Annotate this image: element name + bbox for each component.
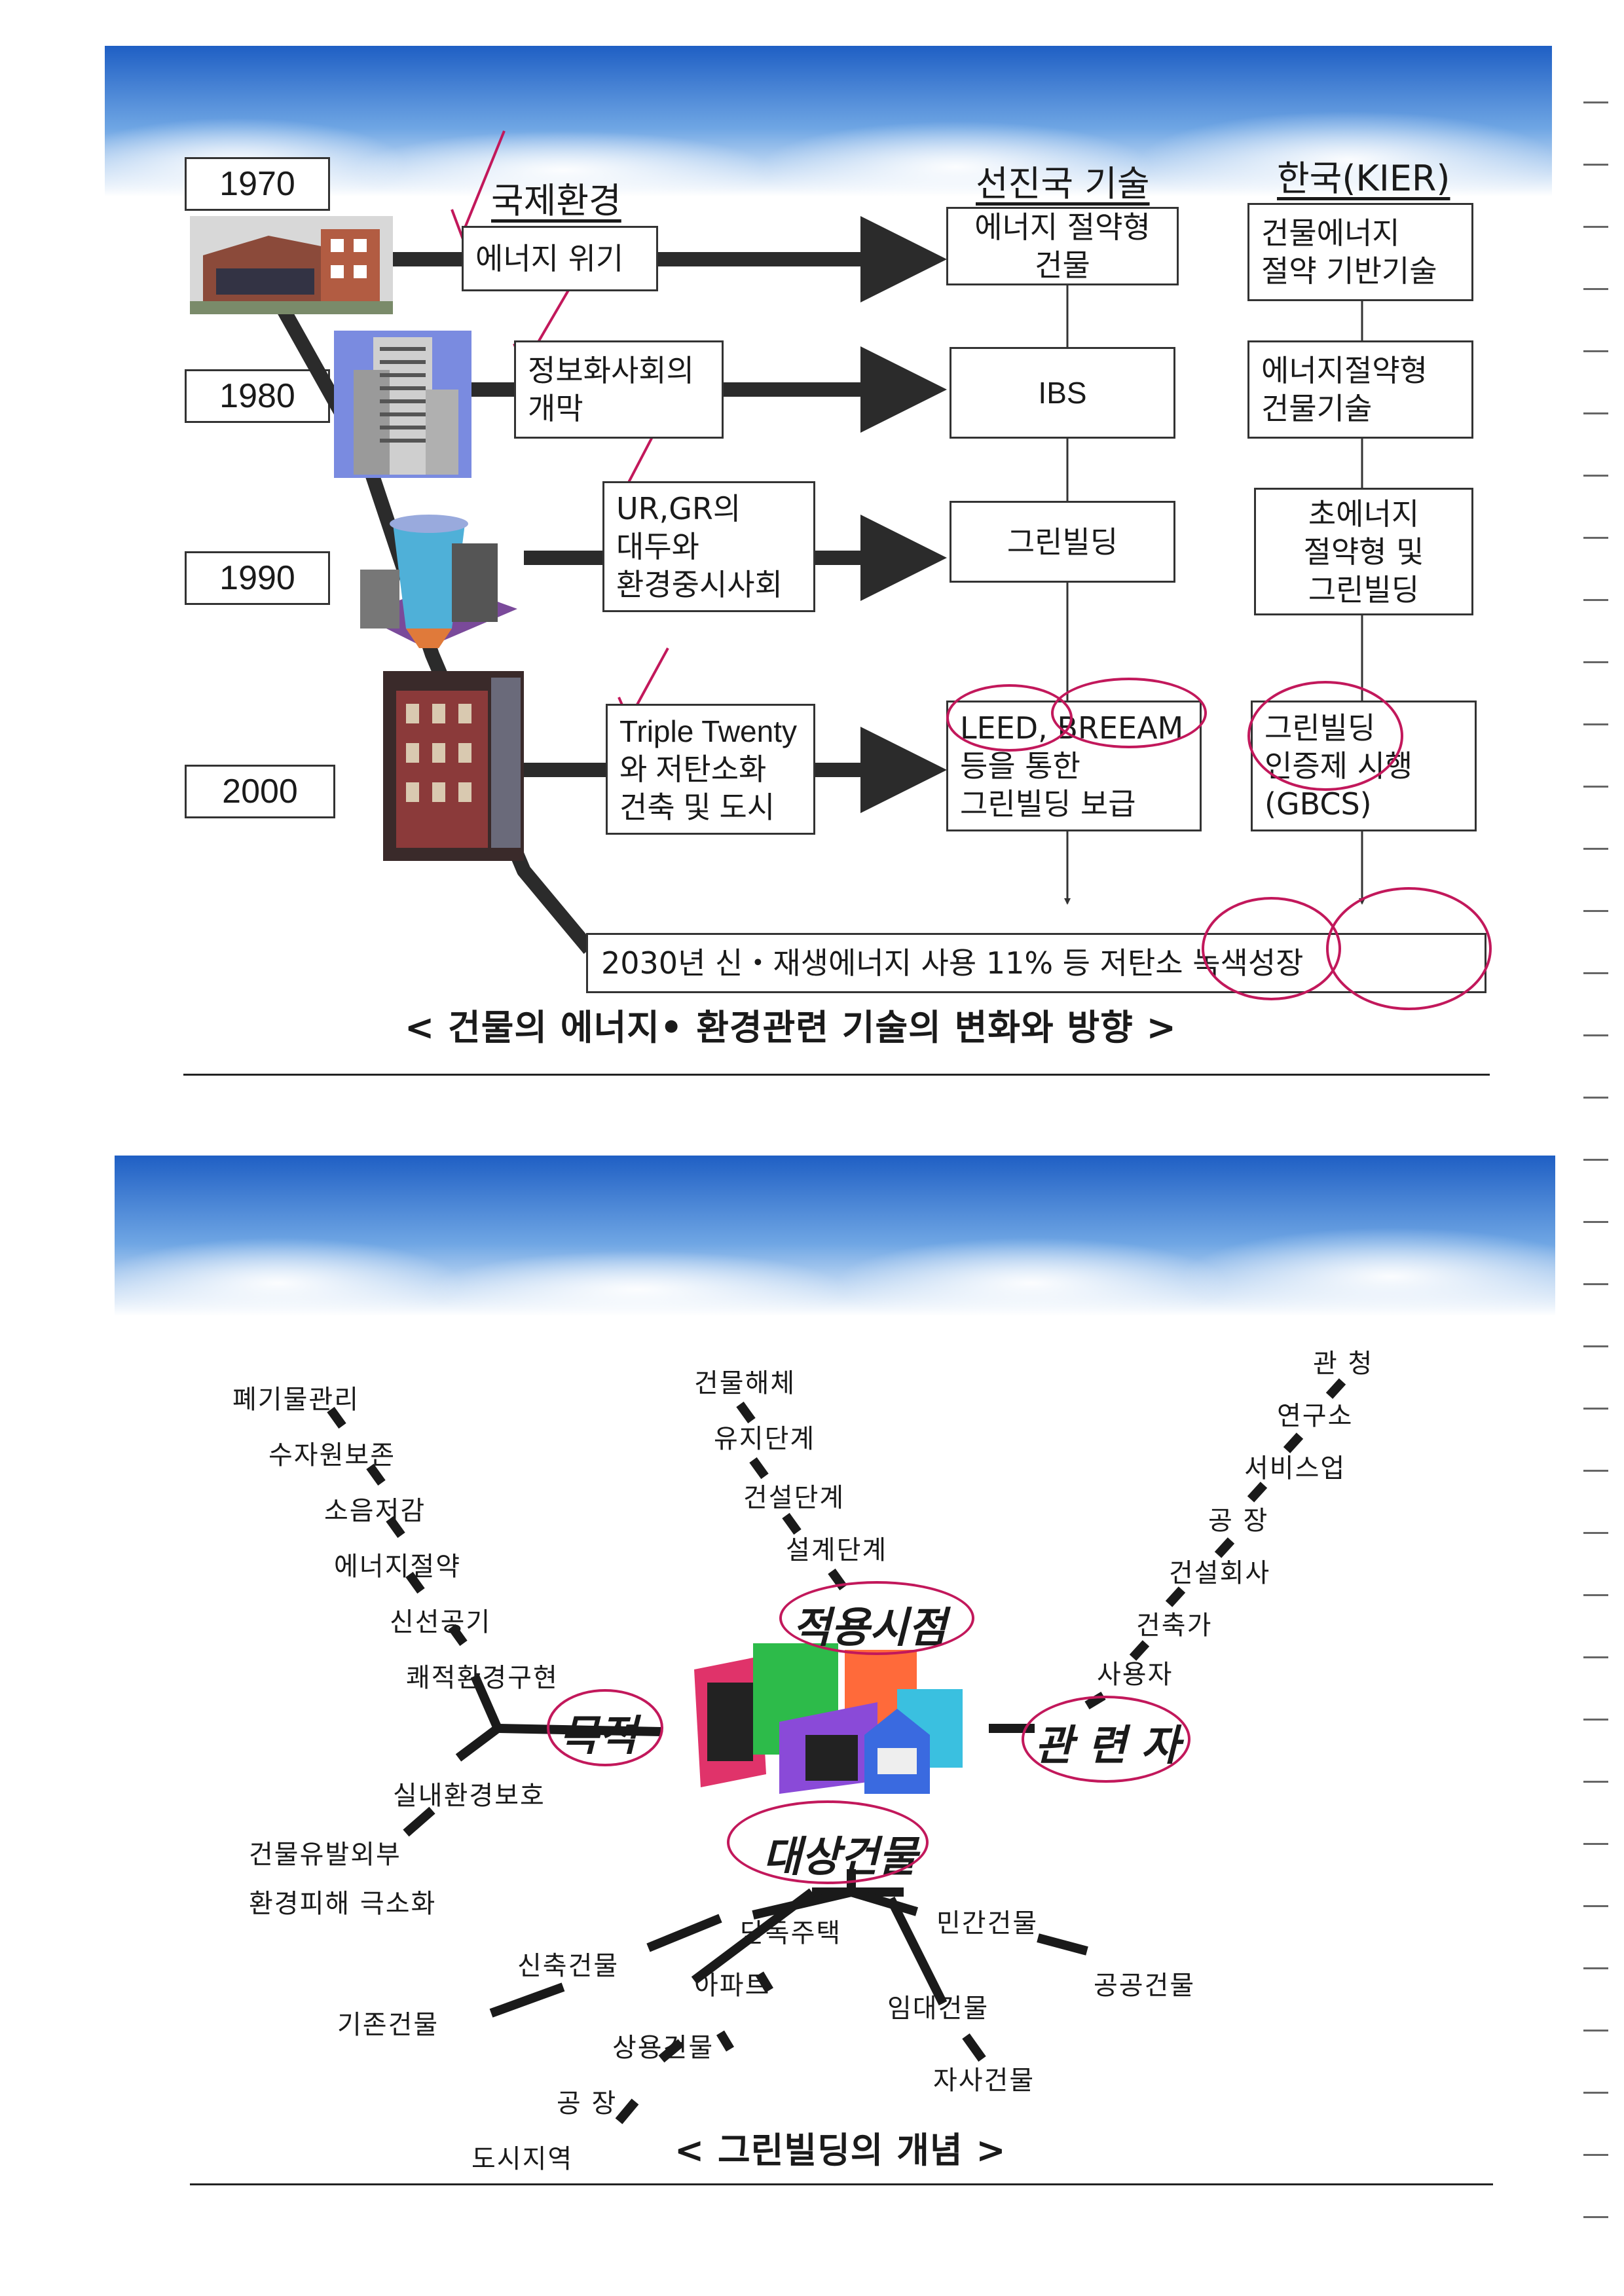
purpose-item: 환경피해 극소화 [249,1882,436,1920]
purpose-item: 소음저감 [324,1489,426,1527]
target-item: 도시지역 [471,2138,573,2176]
target-item: 아파트 [694,1964,770,2002]
annotation-circle-purpose [547,1689,663,1766]
stakeholder-item: 서비스업 [1244,1447,1346,1485]
purpose-item: 실내환경보호 [393,1774,545,1812]
page-margin-ticks [1583,52,1610,2265]
stakeholder-item: 공 장 [1208,1499,1268,1537]
annotation-circle-timing [779,1581,974,1655]
target-item: 신축건물 [517,1944,619,1982]
timing-item: 유지단계 [714,1417,815,1455]
panel2-divider [190,2183,1493,2185]
stakeholder-item: 건설회사 [1169,1552,1270,1590]
stakeholder-item: 건축가 [1136,1604,1212,1642]
target-item: 상용건물 [612,2026,714,2064]
concept-diagram-lines [0,0,1624,2226]
panel2-caption: < 그린빌딩의 개념 > [674,2121,1006,2173]
purpose-item: 쾌적환경구현 [406,1656,559,1694]
purpose-item: 신선공기 [390,1601,491,1639]
timing-item: 건설단계 [743,1476,845,1514]
annotation-circle-stakeholder [1022,1696,1190,1783]
target-item: 공 장 [557,2082,617,2120]
target-item: 민간건물 [936,1902,1038,1940]
stakeholder-item: 사용자 [1097,1653,1173,1691]
purpose-item: 건물유발외부 [249,1833,401,1871]
target-item: 기존건물 [337,2003,439,2041]
purpose-item: 에너지절약 [334,1545,461,1583]
purpose-item: 폐기물관리 [232,1378,360,1416]
annotation-circle-target [727,1800,929,1884]
target-item: 단독주택 [740,1912,841,1950]
target-item: 임대건물 [887,1987,989,2025]
central-buildings-image [681,1643,989,1813]
timing-item: 설계단계 [786,1529,887,1567]
stakeholder-item: 관 청 [1313,1342,1373,1380]
target-item: 공공건물 [1094,1964,1195,2002]
stakeholder-item: 연구소 [1277,1394,1353,1432]
target-item: 자사건물 [933,2059,1035,2097]
purpose-item: 수자원보존 [268,1434,396,1472]
timing-item: 건물해체 [694,1362,796,1400]
